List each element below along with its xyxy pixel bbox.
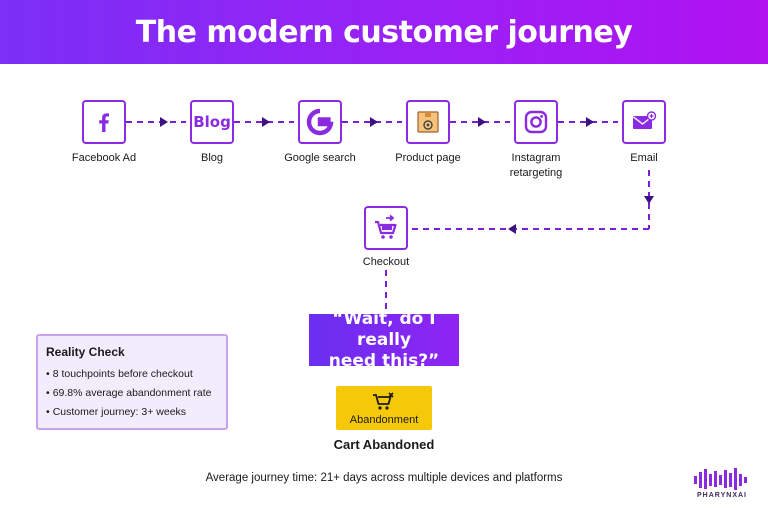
cart-x-icon [373,392,394,410]
arrowhead [508,224,516,234]
google-icon [306,108,334,136]
page-title: The modern customer journey [135,14,633,50]
email-icon [633,111,657,129]
abandonment-box: Abandonment [336,386,432,430]
touchpoint-label: Blog [200,152,224,164]
touchpoint-email [622,100,666,144]
cart-abandoned-title: Cart Abandoned [333,437,435,452]
cart-icon [375,214,397,239]
touchpoint-blog: Blog [190,100,234,144]
product-box-icon [417,111,439,133]
header-banner: The modern customer journey [0,0,768,64]
list-item: 8 touchpoints before checkout [46,365,226,384]
brand-name: PHARYNXAI [697,492,747,499]
reality-check-title: Reality Check [46,345,125,359]
touchpoint-label: Google search [284,152,356,164]
blog-icon: Blog [193,113,231,131]
arrowhead [478,117,486,127]
thought-bubble-text: “Wait, do I really need this?” [328,308,440,371]
checkout-label: Checkout [362,256,410,268]
footer-note: Average journey time: 21+ days across mu… [205,472,563,484]
waveform-logo-icon [694,468,747,490]
facebook-icon [99,113,109,132]
touchpoint-label: Facebook Ad [71,152,137,164]
touchpoint-facebook-ad [82,100,126,144]
list-item: 69.8% average abandonment rate [46,384,226,403]
checkout-node [364,206,408,250]
reality-check-panel: Reality Check 8 touchpoints before check… [36,334,228,430]
reality-check-list: 8 touchpoints before checkout 69.8% aver… [46,365,226,422]
touchpoint-label: Email [630,152,658,164]
instagram-icon [524,110,548,134]
abandonment-label: Abandonment [349,414,419,426]
arrowhead [160,117,168,127]
touchpoint-product-page [406,100,450,144]
arrowhead [370,117,378,127]
arrowhead [586,117,594,127]
arrowhead [262,117,270,127]
thought-bubble: “Wait, do I really need this?” [309,309,459,371]
arrowhead [644,196,654,204]
touchpoint-label: Product page [395,152,461,164]
touchpoint-instagram-retargeting [514,100,558,144]
brand-logo: PHARYNXAI [690,466,754,502]
touchpoint-label: Instagram retargeting [509,152,563,179]
touchpoint-google-search [298,100,342,144]
list-item: Customer journey: 3+ weeks [46,403,226,422]
